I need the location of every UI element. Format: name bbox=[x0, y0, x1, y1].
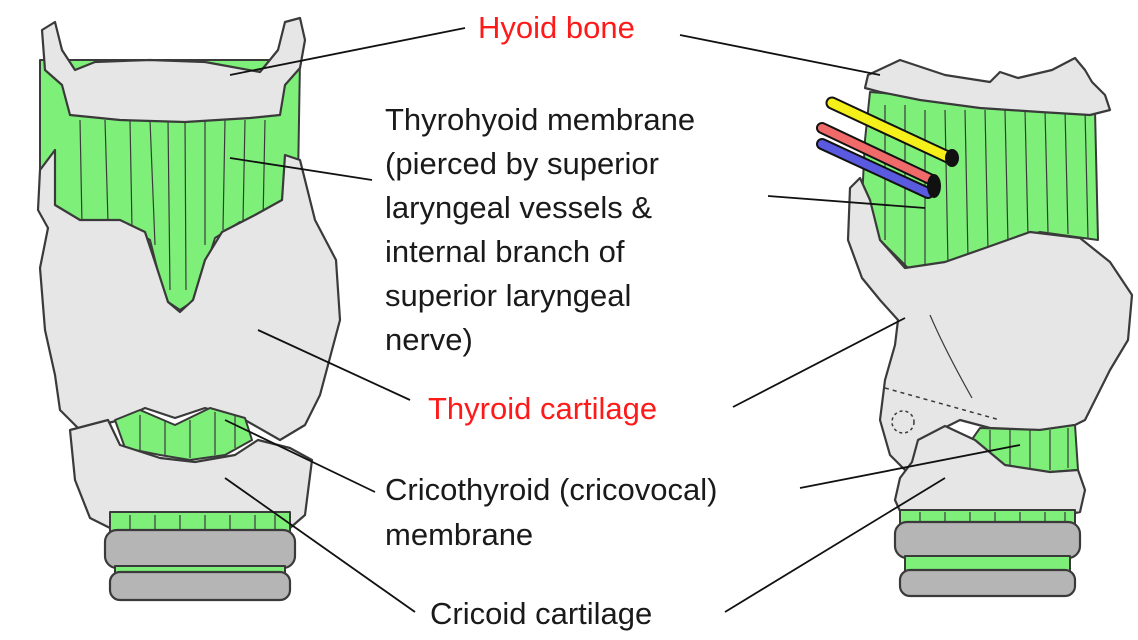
label-thyrohyoid-line-1: Thyrohyoid membrane bbox=[385, 102, 695, 137]
label-cricothyroid-line-1: Cricothyroid (cricovocal) bbox=[385, 472, 717, 507]
label-hyoid-bone: Hyoid bone bbox=[478, 10, 635, 45]
label-thyrohyoid-line-2: (pierced by superior bbox=[385, 146, 659, 181]
label-thyrohyoid-line-4: internal branch of bbox=[385, 234, 625, 269]
label-thyrohyoid-line-6: nerve) bbox=[385, 322, 473, 357]
anterior-tracheal-ring-2 bbox=[110, 572, 290, 600]
label-cricothyroid-line-2: membrane bbox=[385, 517, 533, 552]
anterior-tracheal-ring-1 bbox=[105, 530, 295, 568]
leader-hyoid-left bbox=[230, 28, 465, 75]
label-thyroid-cartilage: Thyroid cartilage bbox=[428, 391, 657, 426]
lateral-tracheal-ring-1 bbox=[895, 522, 1080, 558]
label-thyrohyoid-line-5: superior laryngeal bbox=[385, 278, 631, 313]
label-thyrohyoid-line-3: laryngeal vessels & bbox=[385, 190, 652, 225]
label-cricoid-cartilage: Cricoid cartilage bbox=[430, 596, 652, 631]
anterior-view bbox=[38, 18, 340, 600]
lateral-tracheal-ring-2 bbox=[900, 570, 1075, 596]
anterior-hyoid-bone bbox=[42, 18, 305, 122]
leader-hyoid-right bbox=[680, 35, 880, 75]
text-labels: Hyoid bone Thyrohyoid membrane (pierced … bbox=[385, 10, 717, 631]
lateral-view bbox=[822, 58, 1132, 596]
leader-thyroid-right bbox=[733, 318, 905, 407]
